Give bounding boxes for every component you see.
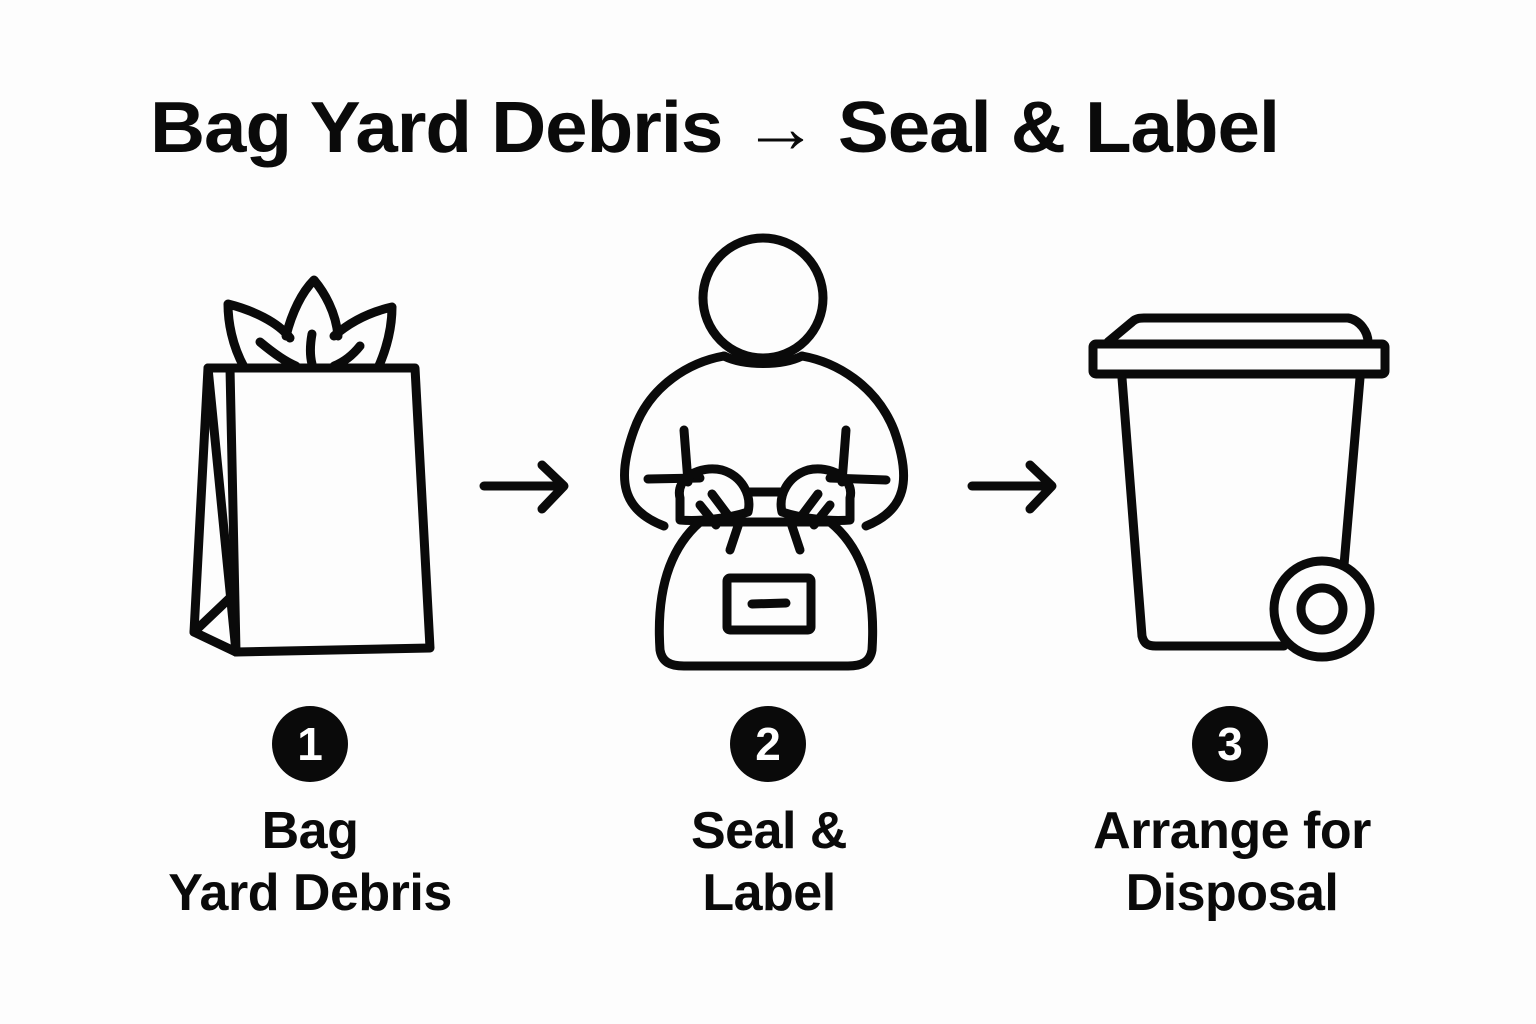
paper-bag-with-leaves-icon — [189, 275, 435, 657]
person-tying-bag-with-label-icon — [619, 233, 909, 671]
page-title: Bag Yard Debris → Seal & Label — [150, 88, 1280, 168]
step-1-label: Bag Yard Debris — [100, 800, 520, 924]
wheeled-trash-bin-icon — [1088, 313, 1390, 662]
step-3-label: Arrange for Disposal — [1022, 800, 1442, 924]
step-2-label-line-2: Label — [702, 864, 836, 922]
step-3-label-line-2: Disposal — [1125, 864, 1339, 922]
step-1-label-line-2: Yard Debris — [168, 864, 452, 922]
step-1-label-line-1: Bag — [261, 802, 359, 860]
arrow-right-icon — [479, 460, 569, 514]
step-3-number-badge: 3 — [1192, 706, 1268, 782]
step-1-number-badge: 1 — [272, 706, 348, 782]
step-3-label-line-1: Arrange for — [1093, 802, 1371, 860]
step-2-label-line-1: Seal & — [691, 802, 847, 860]
arrow-right-icon — [967, 460, 1057, 514]
step-2-label: Seal & Label — [559, 800, 979, 924]
step-2-number-badge: 2 — [730, 706, 806, 782]
